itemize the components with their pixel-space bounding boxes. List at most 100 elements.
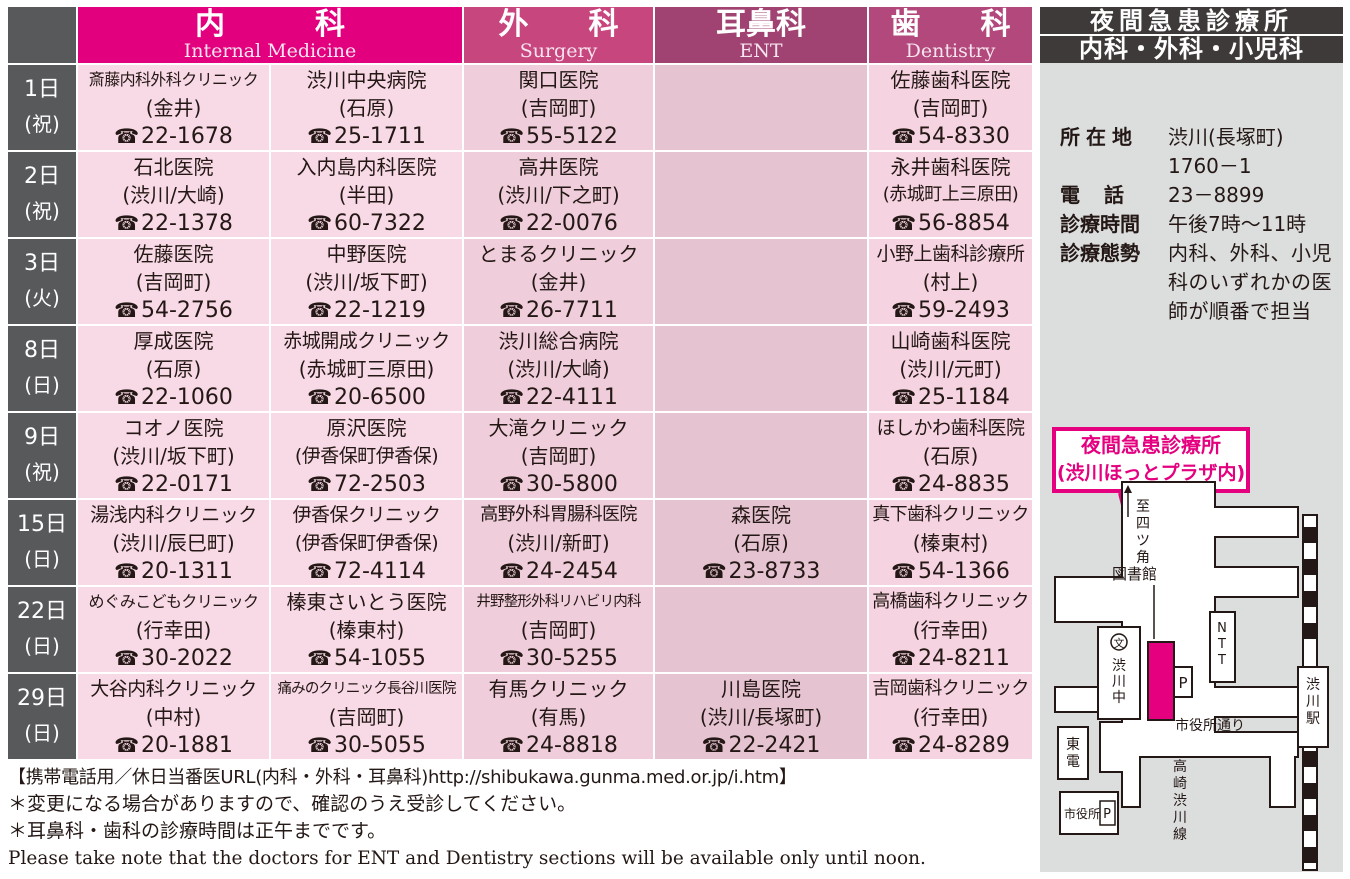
system-value: 内科、外科、小児科のいずれかの医師が順番で担当 — [1168, 241, 1332, 323]
clinic-name: 伊香保クリニック — [292, 504, 441, 526]
clinic-location: (赤城町三原田) — [298, 357, 435, 381]
clinic-location: (行幸田) — [912, 618, 989, 642]
title-divider — [1040, 34, 1343, 36]
dentistry-cell: ほしかわ歯科医院(石原)☎24-8835 — [869, 413, 1032, 498]
clinic-phone: 30-2022 — [141, 646, 233, 671]
parking-box-1 — [1173, 666, 1193, 698]
ent-cell-empty — [655, 152, 867, 237]
phone-icon: ☎ — [307, 472, 332, 496]
internal-cell-2: 中野医院(渋川/坂下町)☎22-1219 — [271, 239, 462, 324]
arrow-up-icon — [1124, 485, 1132, 493]
surgery-cell: 大滝クリニック(吉岡町)☎30-5800 — [464, 413, 653, 498]
clinic-name: 痛みのクリニック長谷川医院 — [277, 681, 456, 697]
system-label: 診療態勢 — [1060, 241, 1140, 265]
weekday: (日) — [24, 373, 60, 397]
clinic-phone: 20-1881 — [141, 733, 233, 758]
clinic-name: 関口医院 — [518, 68, 599, 92]
phone-icon: ☎ — [499, 385, 524, 409]
clinic-name: 大滝クリニック — [488, 416, 629, 440]
ent-cell: 川島医院(渋川/長塚町)☎22-2421 — [655, 674, 867, 759]
phone-icon: ☎ — [307, 298, 332, 322]
clinic-phone: 22-1378 — [141, 211, 233, 236]
ent-cell-empty — [655, 587, 867, 672]
phone-icon: ☎ — [499, 298, 524, 322]
clinic-location: (渋川/大崎) — [507, 357, 610, 381]
surgery-cell: 有馬クリニック(有馬)☎24-8818 — [464, 674, 653, 759]
header-dentistry: 歯 科 Dentistry — [869, 7, 1032, 63]
road-network — [1054, 481, 1299, 808]
clinic-name: 入内島内科医院 — [296, 155, 437, 179]
table-row: 2日(祝) 石北医院(渋川/大崎)☎22-1378 入内島内科医院(半田)☎60… — [8, 152, 1032, 237]
clinic-location: (石原) — [145, 357, 202, 381]
phone-icon: ☎ — [891, 211, 916, 235]
city-hall-street-label: 市役所通り — [1175, 717, 1245, 734]
clinic-location: (伊香保町伊香保) — [294, 532, 439, 554]
phone-icon: ☎ — [307, 559, 332, 583]
clinic-phone: 20-6500 — [334, 385, 426, 410]
clinic-phone: 56-8854 — [918, 211, 1010, 236]
phone-label: 電 話 — [1060, 183, 1126, 207]
phone-icon: ☎ — [701, 559, 727, 583]
clinic-location: (行幸田) — [912, 705, 989, 729]
phone-icon: ☎ — [307, 646, 332, 670]
clinic-name: 赤城開成クリニック — [283, 330, 450, 352]
night-clinic-departments: 内科・外科・小児科 — [1079, 35, 1304, 63]
date-cell: 1日(祝) — [8, 65, 76, 150]
clinic-name: 真下歯科クリニック — [872, 504, 1029, 525]
internal-cell-1: 大谷内科クリニック(中村)☎20-1881 — [78, 674, 269, 759]
school-label: 渋川中 — [1112, 658, 1126, 706]
clinic-location: (渋川/下之町) — [497, 183, 620, 207]
clinic-phone: 22-1219 — [334, 298, 426, 323]
hours-row: 診療時間 午後7時～11時 — [1060, 210, 1338, 239]
date: 29日 — [17, 686, 67, 711]
date-cell: 3日(火) — [8, 239, 76, 324]
surgery-cell: 渋川総合病院(渋川/大崎)☎22-4111 — [464, 326, 653, 411]
dentistry-cell: 真下歯科クリニック(榛東村)☎54-1366 — [869, 500, 1032, 585]
english-note: Please take note that the doctors for EN… — [8, 848, 926, 869]
station-label: 渋川駅 — [1306, 677, 1320, 727]
weekday: (日) — [24, 634, 60, 658]
header-ent-en: ENT — [739, 40, 783, 62]
weekday: (祝) — [24, 460, 60, 484]
dentistry-cell: 山崎歯科医院(渋川/元町)☎25-1184 — [869, 326, 1032, 411]
to-yotsukado-label: 至四ツ角 — [1136, 499, 1150, 566]
callout-subtitle: (渋川ほっとプラザ内) — [1056, 462, 1246, 484]
internal-cell-2: 渋川中央病院(石原)☎25-1711 — [271, 65, 462, 150]
date-cell: 22日(日) — [8, 587, 76, 672]
ent-cell-empty — [655, 65, 867, 150]
clinic-phone: 23-8733 — [728, 559, 821, 584]
clinic-phone: 22-1060 — [141, 385, 233, 410]
table-row: 1日(祝) 斎藤内科外科クリニック(金井)☎22-1678 渋川中央病院(石原)… — [8, 65, 1032, 150]
table-row: 22日(日) めぐみこどもクリニック(行幸田)☎30-2022 榛東さいとう医院… — [8, 587, 1032, 672]
clinic-phone: 59-2493 — [918, 298, 1010, 323]
phone-icon: ☎ — [499, 733, 524, 757]
address-value: 渋川(長塚町) — [1168, 125, 1284, 149]
phone-icon: ☎ — [891, 646, 916, 670]
phone-icon: ☎ — [499, 211, 524, 235]
clinic-location: (吉岡町) — [912, 96, 989, 120]
internal-cell-1: 石北医院(渋川/大崎)☎22-1378 — [78, 152, 269, 237]
clinic-location: (赤城町上三原田) — [882, 184, 1019, 205]
phone-icon: ☎ — [114, 385, 139, 409]
touden-label: 東電 — [1066, 737, 1080, 770]
clinic-phone: 24-8211 — [918, 646, 1010, 671]
clinic-location: (渋川/辰巳町) — [112, 531, 235, 555]
clinic-name: 佐藤医院 — [133, 242, 214, 266]
date: 9日 — [24, 425, 60, 450]
header-surgery: 外 科 Surgery — [464, 7, 653, 63]
junior-high-school-block — [1097, 626, 1141, 720]
phone-icon: ☎ — [891, 733, 916, 757]
clinic-phone: 54-8330 — [918, 124, 1010, 149]
clinic-phone: 30-5055 — [334, 733, 426, 758]
clinic-location: (村上) — [922, 270, 979, 294]
takasaki-shibukawa-line-label: 高崎渋川線 — [1173, 758, 1187, 843]
phone-icon: ☎ — [114, 559, 139, 583]
table-row: 3日(火) 佐藤医院 (吉岡町) ☎ 54-2756 中野医院(渋川/坂下町)☎22-… — [8, 239, 1032, 324]
date: 15日 — [17, 512, 67, 537]
date-cell: 8日(日) — [8, 326, 76, 411]
internal-cell-1: めぐみこどもクリニック(行幸田)☎30-2022 — [78, 587, 269, 672]
night-clinic-name: 夜間急患診療所 — [1090, 7, 1293, 35]
clinic-location: (吉岡町) — [135, 270, 212, 294]
holiday-duty-table: 内 科 Internal Medicine 外 科 Surgery 耳鼻科 EN… — [8, 7, 1032, 764]
clinic-phone: 54-2756 — [141, 298, 233, 323]
